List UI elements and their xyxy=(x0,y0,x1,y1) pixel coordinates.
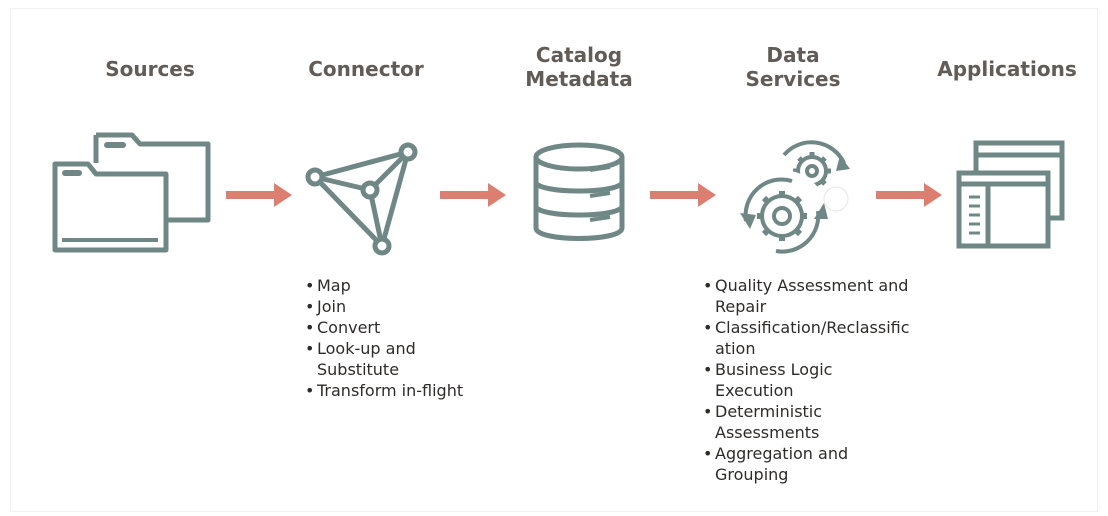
database-icon xyxy=(533,142,625,241)
list-item: Join xyxy=(305,296,475,317)
list-item: Classification/Reclassification xyxy=(703,317,911,359)
list-item: Transform in-flight xyxy=(305,380,475,401)
stage-title-sources: Sources xyxy=(105,57,195,81)
flow-arrow-3 xyxy=(650,183,716,207)
flow-arrow-1 xyxy=(226,183,292,207)
list-item: Business Logic Execution xyxy=(703,359,850,401)
diagram-frame xyxy=(10,8,1098,512)
connector-bullet-list: Map Join Convert Look-up and Substitute … xyxy=(305,275,475,401)
list-item: Aggregation and Grouping xyxy=(703,443,865,485)
list-item: Deterministic Assessments xyxy=(703,401,845,443)
stage-title-connector: Connector xyxy=(308,57,424,81)
list-item: Convert xyxy=(305,317,475,338)
list-item: Map xyxy=(305,275,475,296)
stage-title-applications: Applications xyxy=(937,57,1077,81)
stage-title-catalog-metadata: Catalog Metadata xyxy=(525,43,633,91)
application-windows-icon xyxy=(956,140,1065,249)
list-item: Quality Assessment and Repair xyxy=(703,275,911,317)
flow-arrow-2 xyxy=(440,183,506,207)
stage-title-data-services: Data Services xyxy=(745,43,841,91)
data-services-bullet-list: Quality Assessment and Repair Classifica… xyxy=(703,275,911,485)
list-item: Look-up and Substitute xyxy=(305,338,475,380)
folders-icon xyxy=(52,132,211,253)
connector-network-icon xyxy=(305,142,418,256)
gears-cycle-icon xyxy=(736,140,850,262)
flow-arrow-4 xyxy=(876,183,942,207)
